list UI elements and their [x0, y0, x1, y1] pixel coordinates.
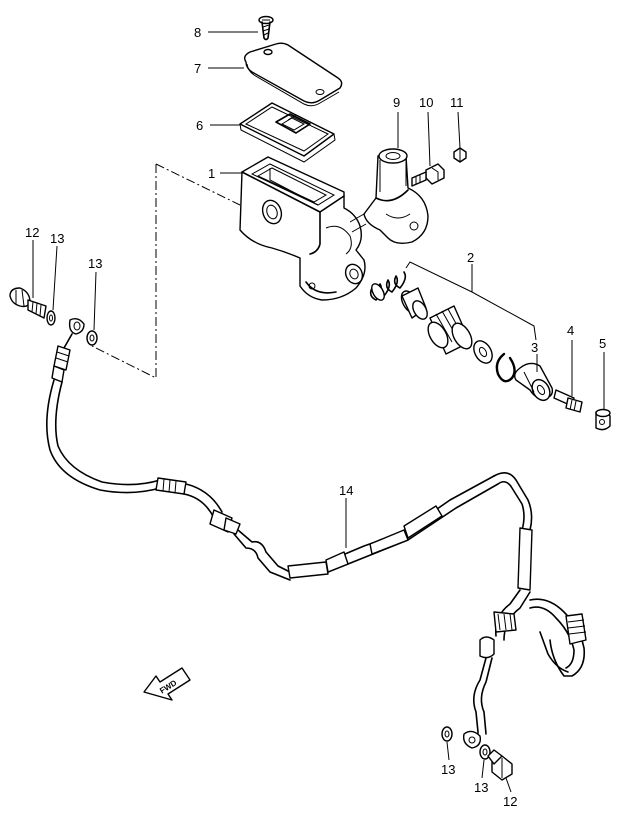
label-part-13-upper-right: 13 — [88, 256, 102, 271]
assembly-reference-line — [91, 163, 241, 379]
part-7-reservoir-cap[interactable] — [243, 42, 343, 107]
label-part-9: 9 — [393, 95, 400, 110]
part-2-bracket-line — [405, 261, 537, 341]
label-part-3: 3 — [531, 340, 538, 355]
part-1-master-cylinder-body[interactable] — [239, 156, 366, 301]
part-13-washer-upper-right[interactable] — [86, 330, 98, 346]
fwd-arrow-icon: FWD — [143, 667, 191, 701]
label-part-1: 1 — [208, 166, 215, 181]
leader-lines — [32, 31, 605, 793]
label-part-7: 7 — [194, 61, 201, 76]
part-13-washer-lower-right[interactable] — [479, 744, 491, 760]
part-13-washer-upper-left[interactable] — [46, 310, 56, 326]
label-part-4: 4 — [567, 323, 574, 338]
label-part-12-upper: 12 — [25, 225, 39, 240]
label-part-6: 6 — [196, 118, 203, 133]
part-14-clutch-hose[interactable] — [46, 317, 587, 749]
part-13-washer-lower-left[interactable] — [441, 726, 453, 742]
label-part-13-lower-left: 13 — [441, 762, 455, 777]
part-6-diaphragm[interactable] — [239, 102, 336, 163]
label-part-13-lower-right: 13 — [474, 780, 488, 795]
label-part-2: 2 — [467, 250, 474, 265]
part-12-banjo-bolt-upper[interactable] — [9, 287, 47, 319]
part-12-banjo-bolt-lower[interactable] — [487, 749, 513, 781]
part-8-screw[interactable] — [258, 15, 274, 41]
part-2-piston-set[interactable] — [369, 271, 516, 383]
part-11-nut[interactable] — [453, 147, 467, 163]
part-labels: 8 7 6 1 9 10 11 2 3 4 5 12 13 13 14 13 1… — [25, 25, 606, 809]
part-5-rod-end[interactable] — [595, 408, 611, 431]
label-part-14: 14 — [339, 483, 353, 498]
label-part-5: 5 — [599, 336, 606, 351]
label-part-13-upper-left: 13 — [50, 231, 64, 246]
part-10-bolt[interactable] — [411, 163, 445, 187]
label-part-11: 11 — [450, 95, 464, 110]
label-part-12-lower: 12 — [503, 794, 517, 809]
part-4-push-rod[interactable] — [553, 389, 583, 413]
part-3-dust-boot[interactable] — [513, 362, 554, 403]
label-part-10: 10 — [419, 95, 433, 110]
part-9-lever-bracket[interactable] — [349, 148, 429, 245]
label-part-8: 8 — [194, 25, 201, 40]
